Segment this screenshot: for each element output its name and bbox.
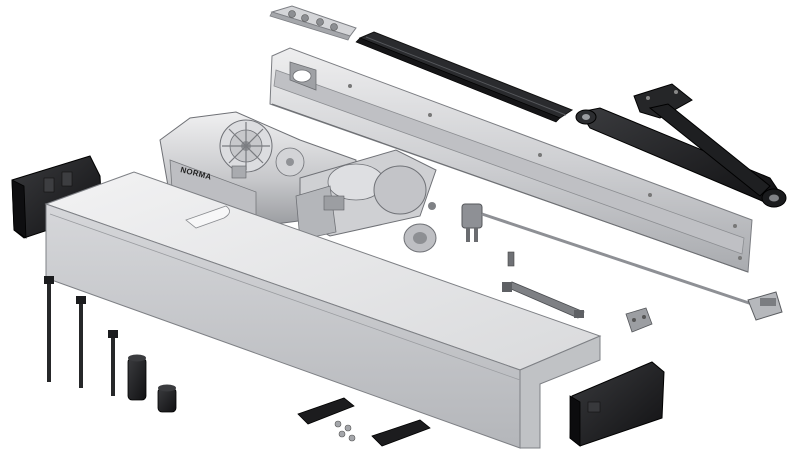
mounting-plate [269,5,357,41]
small-parts [502,251,653,333]
end-cap-right [569,361,665,447]
bolts-and-spacers [44,276,177,413]
housing-cover [44,171,602,449]
drive-unit: NORMA [159,111,437,253]
guide-rail-black [355,31,574,123]
brackets-and-screws [297,397,431,447]
power-cable [461,203,783,321]
door-arm-linkage [575,83,787,208]
aluminium-rail [269,47,753,273]
